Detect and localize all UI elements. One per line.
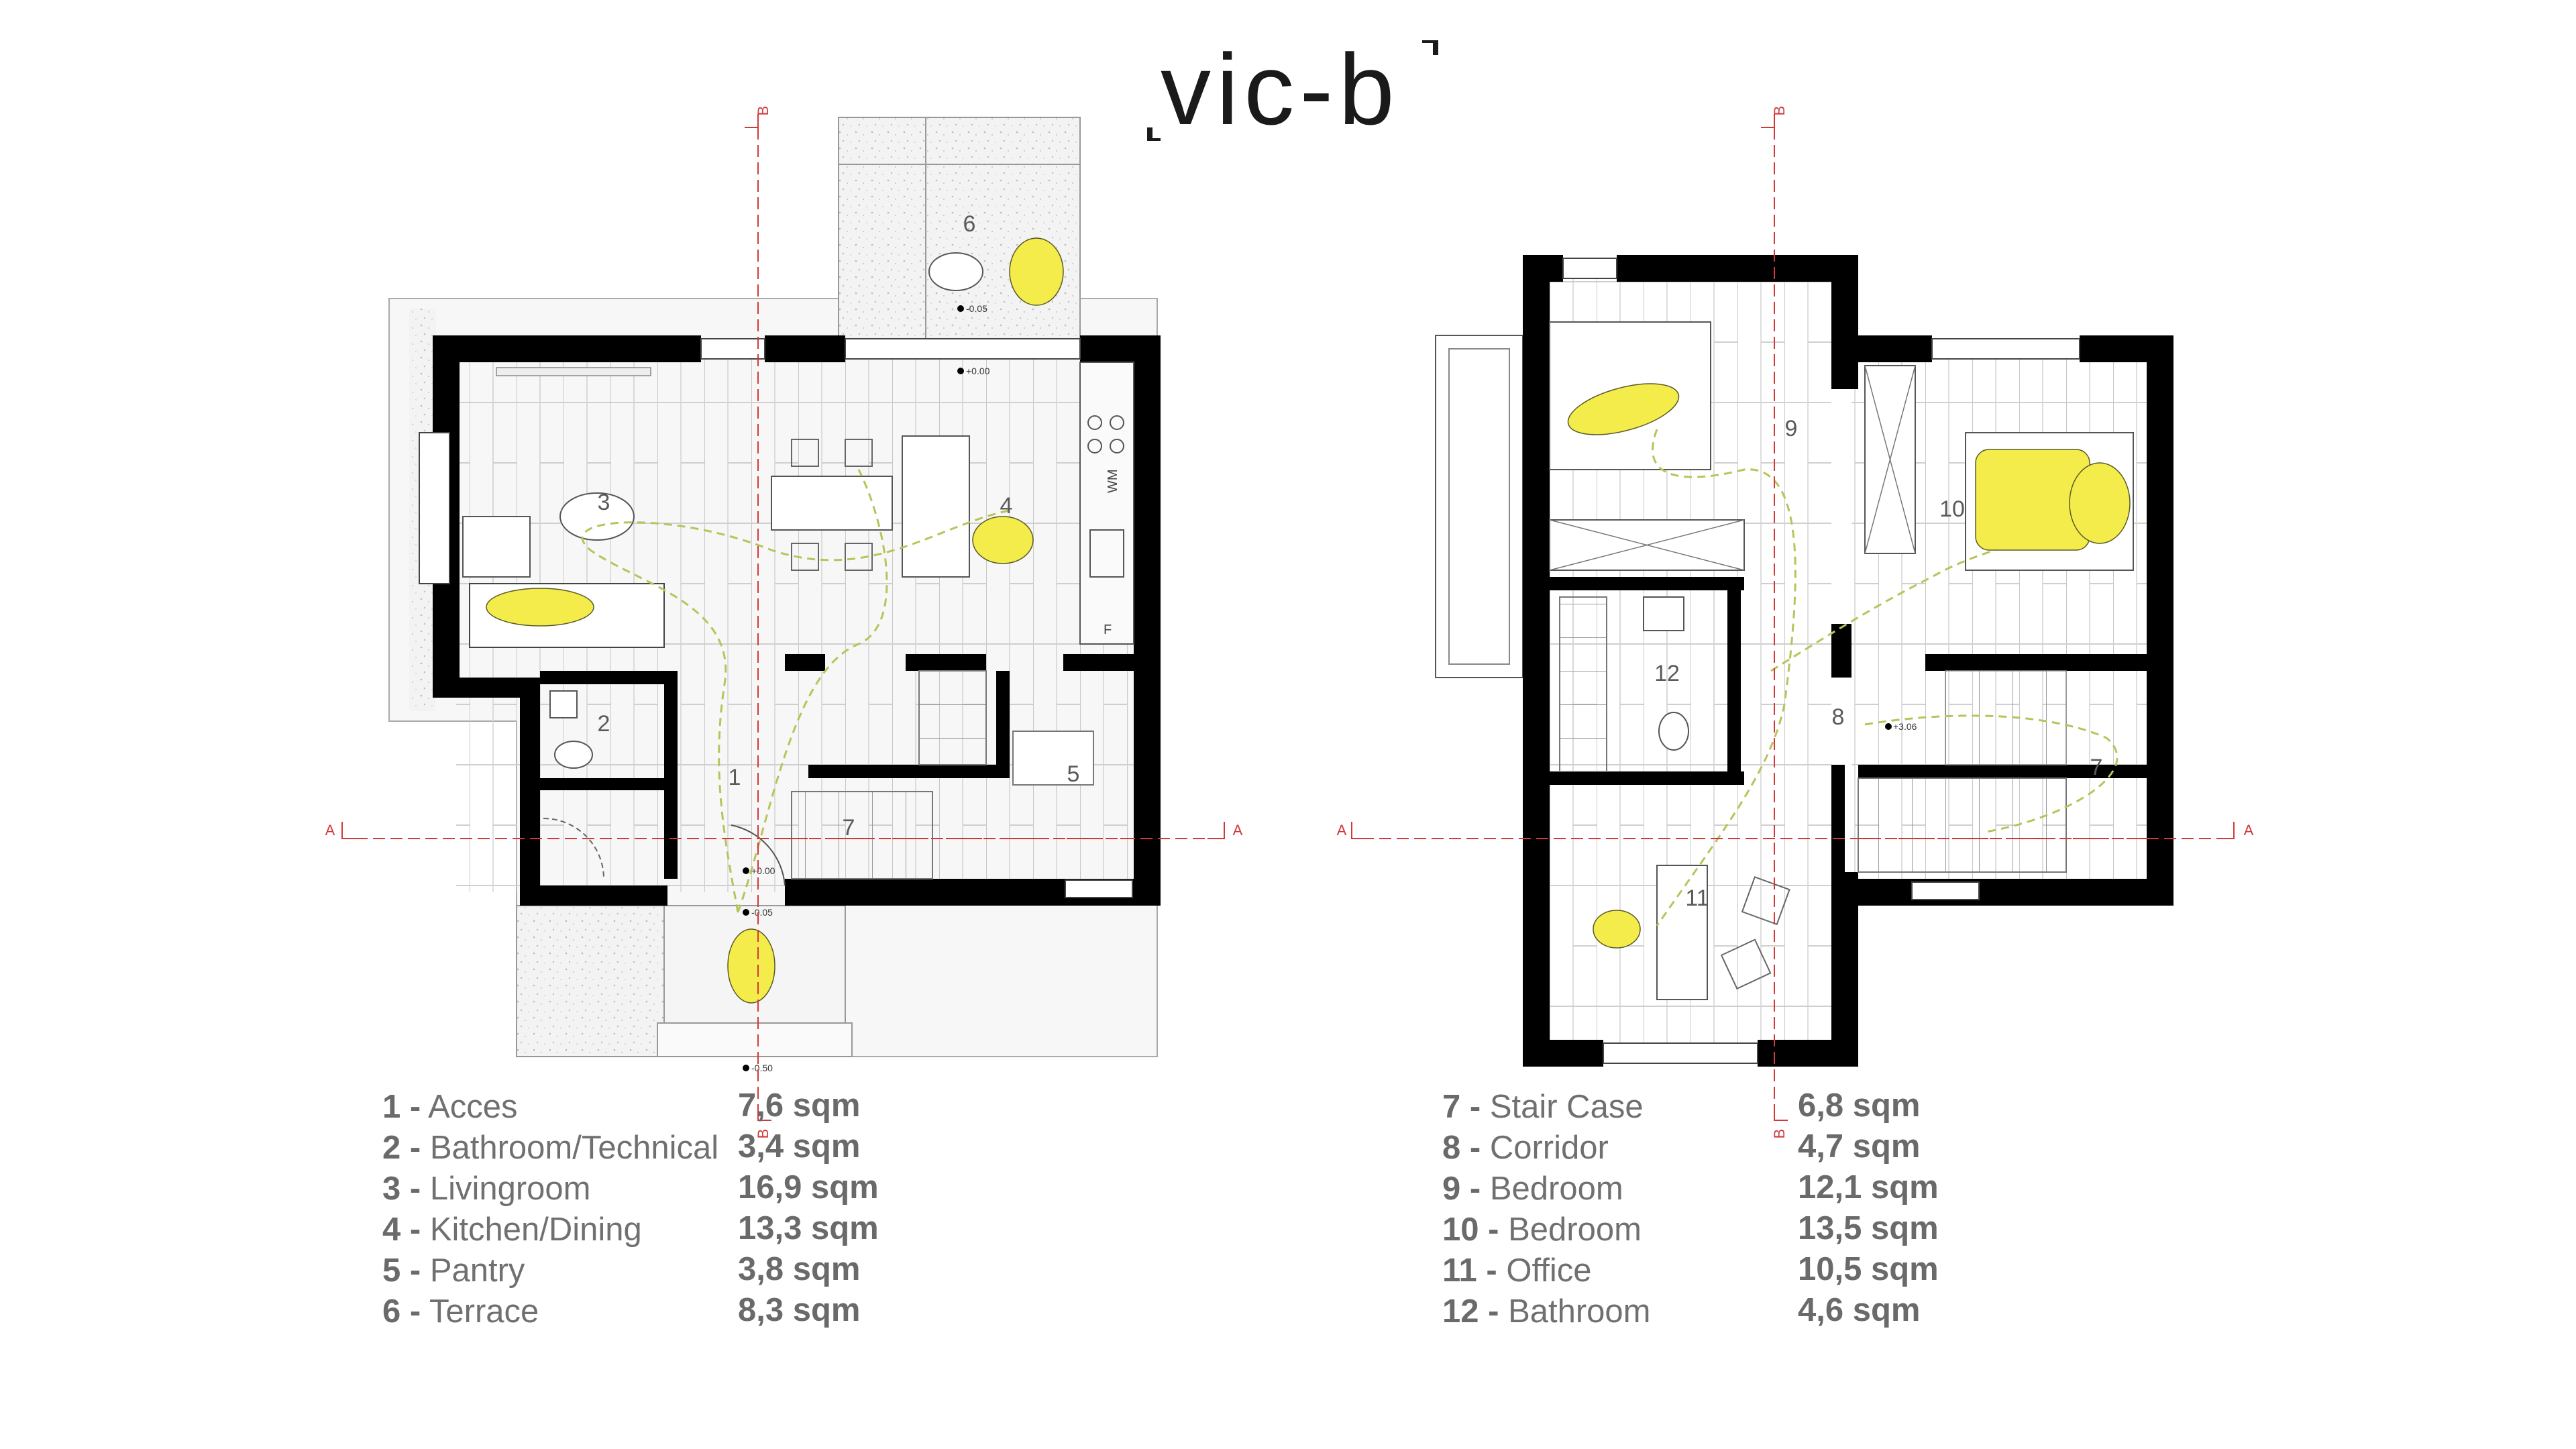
room-label-2: 2 [598, 711, 610, 737]
legend-row: 10 - Bedroom [1442, 1212, 1642, 1248]
section-marker-b: B [755, 106, 771, 116]
level-marker: -0.05 [966, 303, 987, 314]
legend-area: 7,6 sqm [738, 1087, 861, 1124]
room-label-1: 1 [729, 765, 741, 790]
level-marker: -0.50 [751, 1063, 773, 1073]
legend-area: 10,5 sqm [1798, 1251, 1939, 1287]
legend-area: 4,7 sqm [1798, 1128, 1921, 1165]
legend-area: 13,5 sqm [1798, 1210, 1939, 1246]
section-marker-a: A [325, 822, 335, 839]
legend-area: 12,1 sqm [1798, 1169, 1939, 1205]
room-label-8: 8 [1832, 704, 1845, 730]
level-marker: +0.00 [751, 865, 775, 876]
legend-area: 8,3 sqm [738, 1292, 861, 1328]
level-marker: +3.06 [1893, 721, 1917, 732]
room-label-10: 10 [1939, 496, 1965, 522]
legend-row: 8 - Corridor [1442, 1130, 1609, 1166]
ground-floor-legend: 1 - Acces 7,6 sqm 2 - Bathroom/Technical… [382, 1087, 932, 1342]
legend-area: 4,6 sqm [1798, 1292, 1921, 1328]
room-label-11: 11 [1685, 885, 1709, 911]
room-label-3: 3 [598, 490, 610, 515]
section-lines [341, 114, 2235, 1121]
legend-row: 5 - Pantry [382, 1252, 525, 1289]
legend-row: 6 - Terrace [382, 1293, 539, 1330]
room-label-6: 6 [963, 211, 976, 237]
room-label-7-upper: 7 [2090, 755, 2103, 780]
room-label-5: 5 [1067, 761, 1080, 787]
legend-area: 6,8 sqm [1798, 1087, 1921, 1124]
legend-row: 7 - Stair Case [1442, 1089, 1644, 1125]
legend-area: 3,4 sqm [738, 1128, 861, 1165]
legend-row: 4 - Kitchen/Dining [382, 1212, 642, 1248]
room-label-12: 12 [1654, 661, 1680, 686]
logo-text: vic-b [1161, 40, 1400, 141]
legend-row: 12 - Bathroom [1442, 1293, 1651, 1330]
section-markers: A A A A B B B B [325, 106, 2254, 1139]
ground-floor-plan: 1 2 3 4 5 6 7 WM F -0.05 +0.00 +0.00 -0.… [388, 117, 1161, 1073]
washing-machine-label: WM [1106, 469, 1120, 493]
legend-row: 9 - Bedroom [1442, 1171, 1623, 1207]
legend-area: 13,3 sqm [738, 1210, 879, 1246]
section-marker-b: B [1771, 106, 1788, 116]
legend-area: 16,9 sqm [738, 1169, 879, 1205]
legend-row: 11 - Office [1442, 1252, 1592, 1289]
legend-row: 3 - Livingroom [382, 1171, 591, 1207]
section-marker-b: B [1771, 1129, 1788, 1139]
section-marker-a: A [1233, 822, 1243, 839]
level-marker: -0.05 [751, 907, 773, 918]
room-label-4: 4 [1000, 493, 1013, 519]
room-label-9: 9 [1785, 416, 1798, 441]
level-marker: +0.00 [966, 366, 990, 376]
legend-row: 1 - Acces [382, 1089, 518, 1125]
upper-floor-legend: 7 - Stair Case 6,8 sqm 8 - Corridor 4,7 … [1442, 1087, 1992, 1342]
fridge-label: F [1104, 623, 1112, 637]
vic-b-logo: vic-b [1147, 40, 1438, 141]
section-marker-a: A [1337, 822, 1347, 839]
section-marker-a: A [2244, 822, 2254, 839]
legend-row: 2 - Bathroom/Technical [382, 1130, 719, 1166]
upper-floor-plan: 7 8 9 10 11 12 +3.06 [1435, 255, 2174, 1067]
legend-area: 3,8 sqm [738, 1251, 861, 1287]
room-label-7: 7 [843, 815, 855, 841]
section-marker-b: B [755, 1129, 771, 1139]
